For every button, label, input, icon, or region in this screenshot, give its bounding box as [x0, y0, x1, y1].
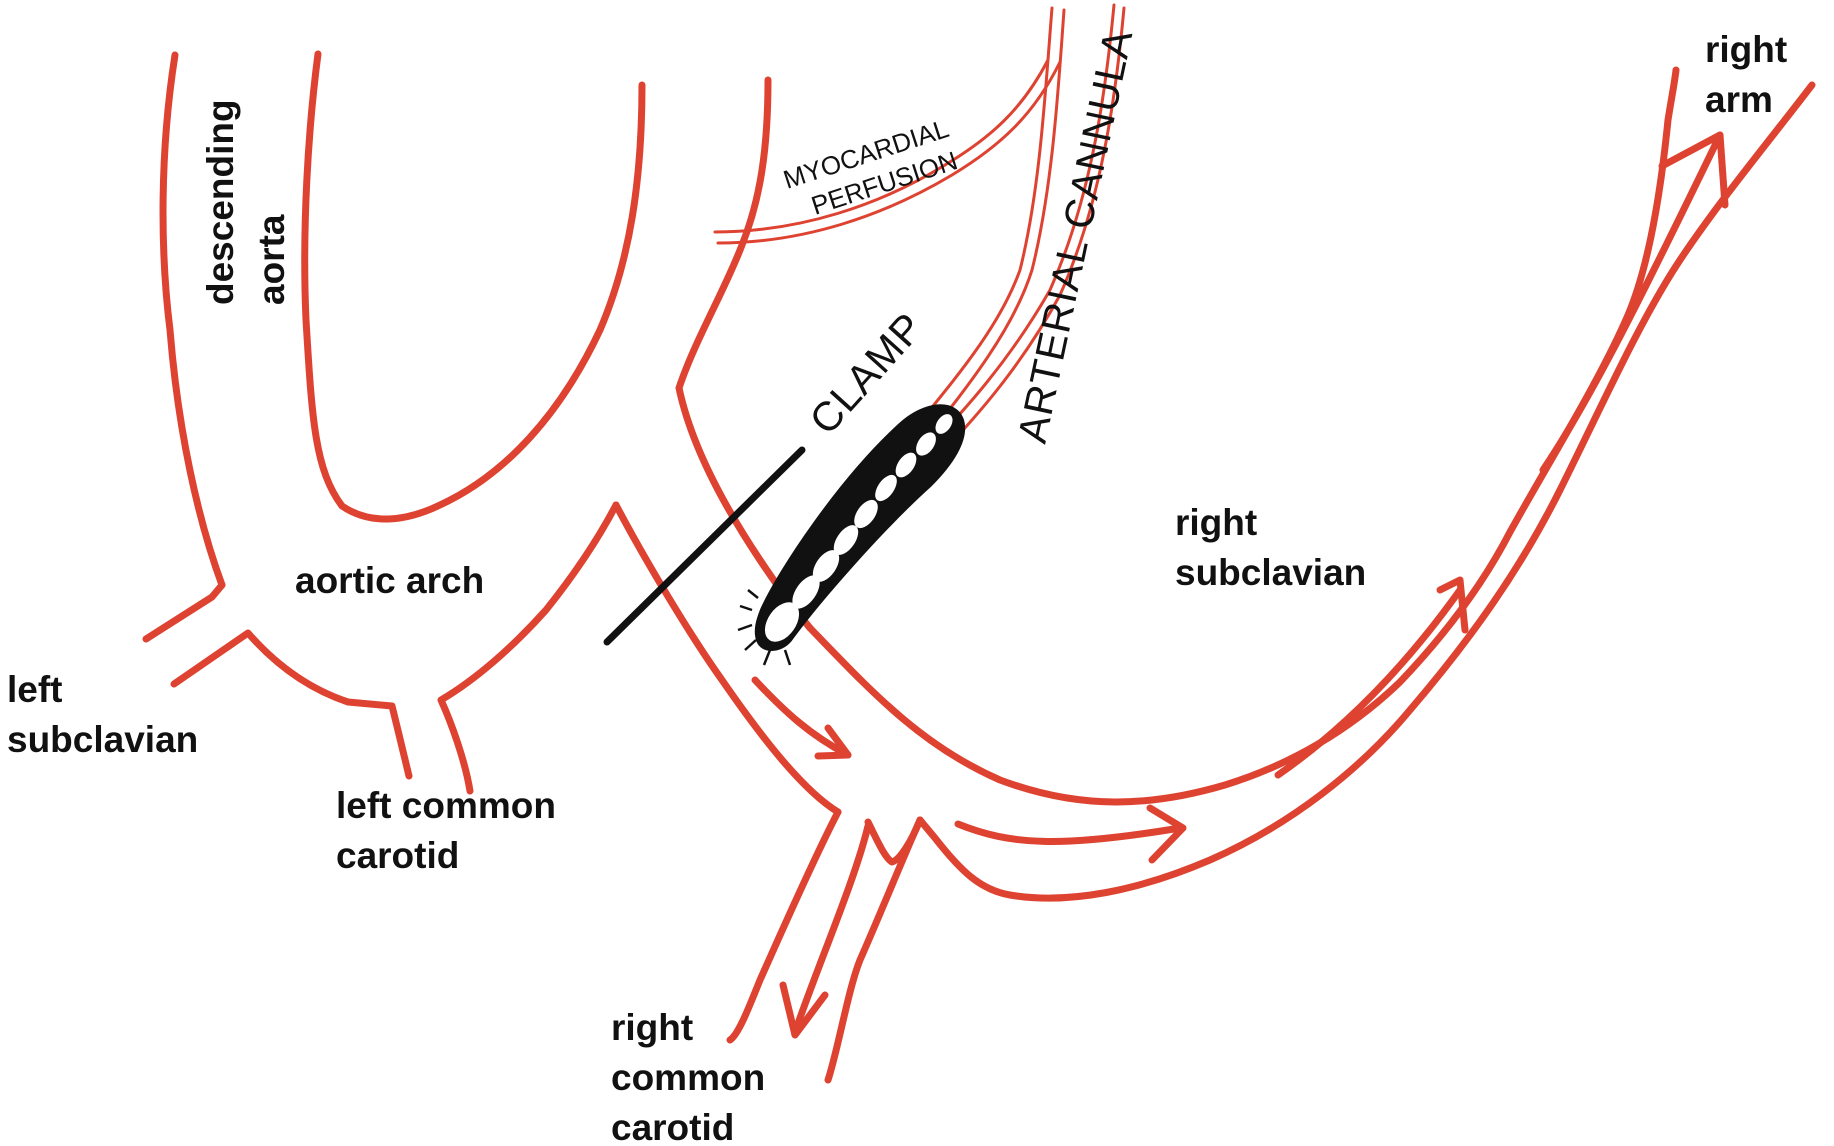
bifurcation-notch — [868, 820, 920, 862]
right-common-carotid-right-wall — [828, 820, 920, 1080]
text-labels: descending aorta aortic arch left subcla… — [7, 25, 1787, 1146]
label-right-subclavian-line1: right — [1175, 502, 1257, 543]
label-left-subclavian-line1: left — [7, 669, 63, 710]
label-right-common-carotid-line3: carotid — [611, 1107, 734, 1146]
left-common-carotid-right-wall — [441, 505, 616, 791]
label-left-subclavian-line2: subclavian — [7, 719, 198, 760]
flow-arrow-subclavian-lower — [958, 824, 1180, 841]
label-left-common-carotid-line1: left common — [336, 785, 556, 826]
label-right-common-carotid-line2: common — [611, 1057, 765, 1098]
cannula-tip-rings — [758, 411, 956, 648]
label-right-arm-line2: arm — [1705, 79, 1773, 120]
label-descending-aorta-line1: descending — [200, 99, 241, 305]
clamp-and-cannula-tip — [607, 406, 963, 665]
right-subclavian-outer-wall — [920, 85, 1812, 898]
right-common-carotid-left-wall — [730, 812, 838, 1040]
left-subclavian-upper-wall — [146, 585, 222, 639]
label-right-subclavian-line2: subclavian — [1175, 552, 1366, 593]
label-descending-aorta-line2: aorta — [251, 214, 292, 305]
descending-aorta-right-wall — [305, 54, 642, 519]
label-right-arm-line1: right — [1705, 29, 1787, 70]
left-subclavian-lower-wall — [174, 633, 409, 776]
label-right-common-carotid-line1: right — [611, 1007, 693, 1048]
flow-arrow-carotid — [795, 826, 868, 1032]
label-aortic-arch: aortic arch — [295, 560, 484, 601]
label-left-common-carotid-line2: carotid — [336, 835, 459, 876]
